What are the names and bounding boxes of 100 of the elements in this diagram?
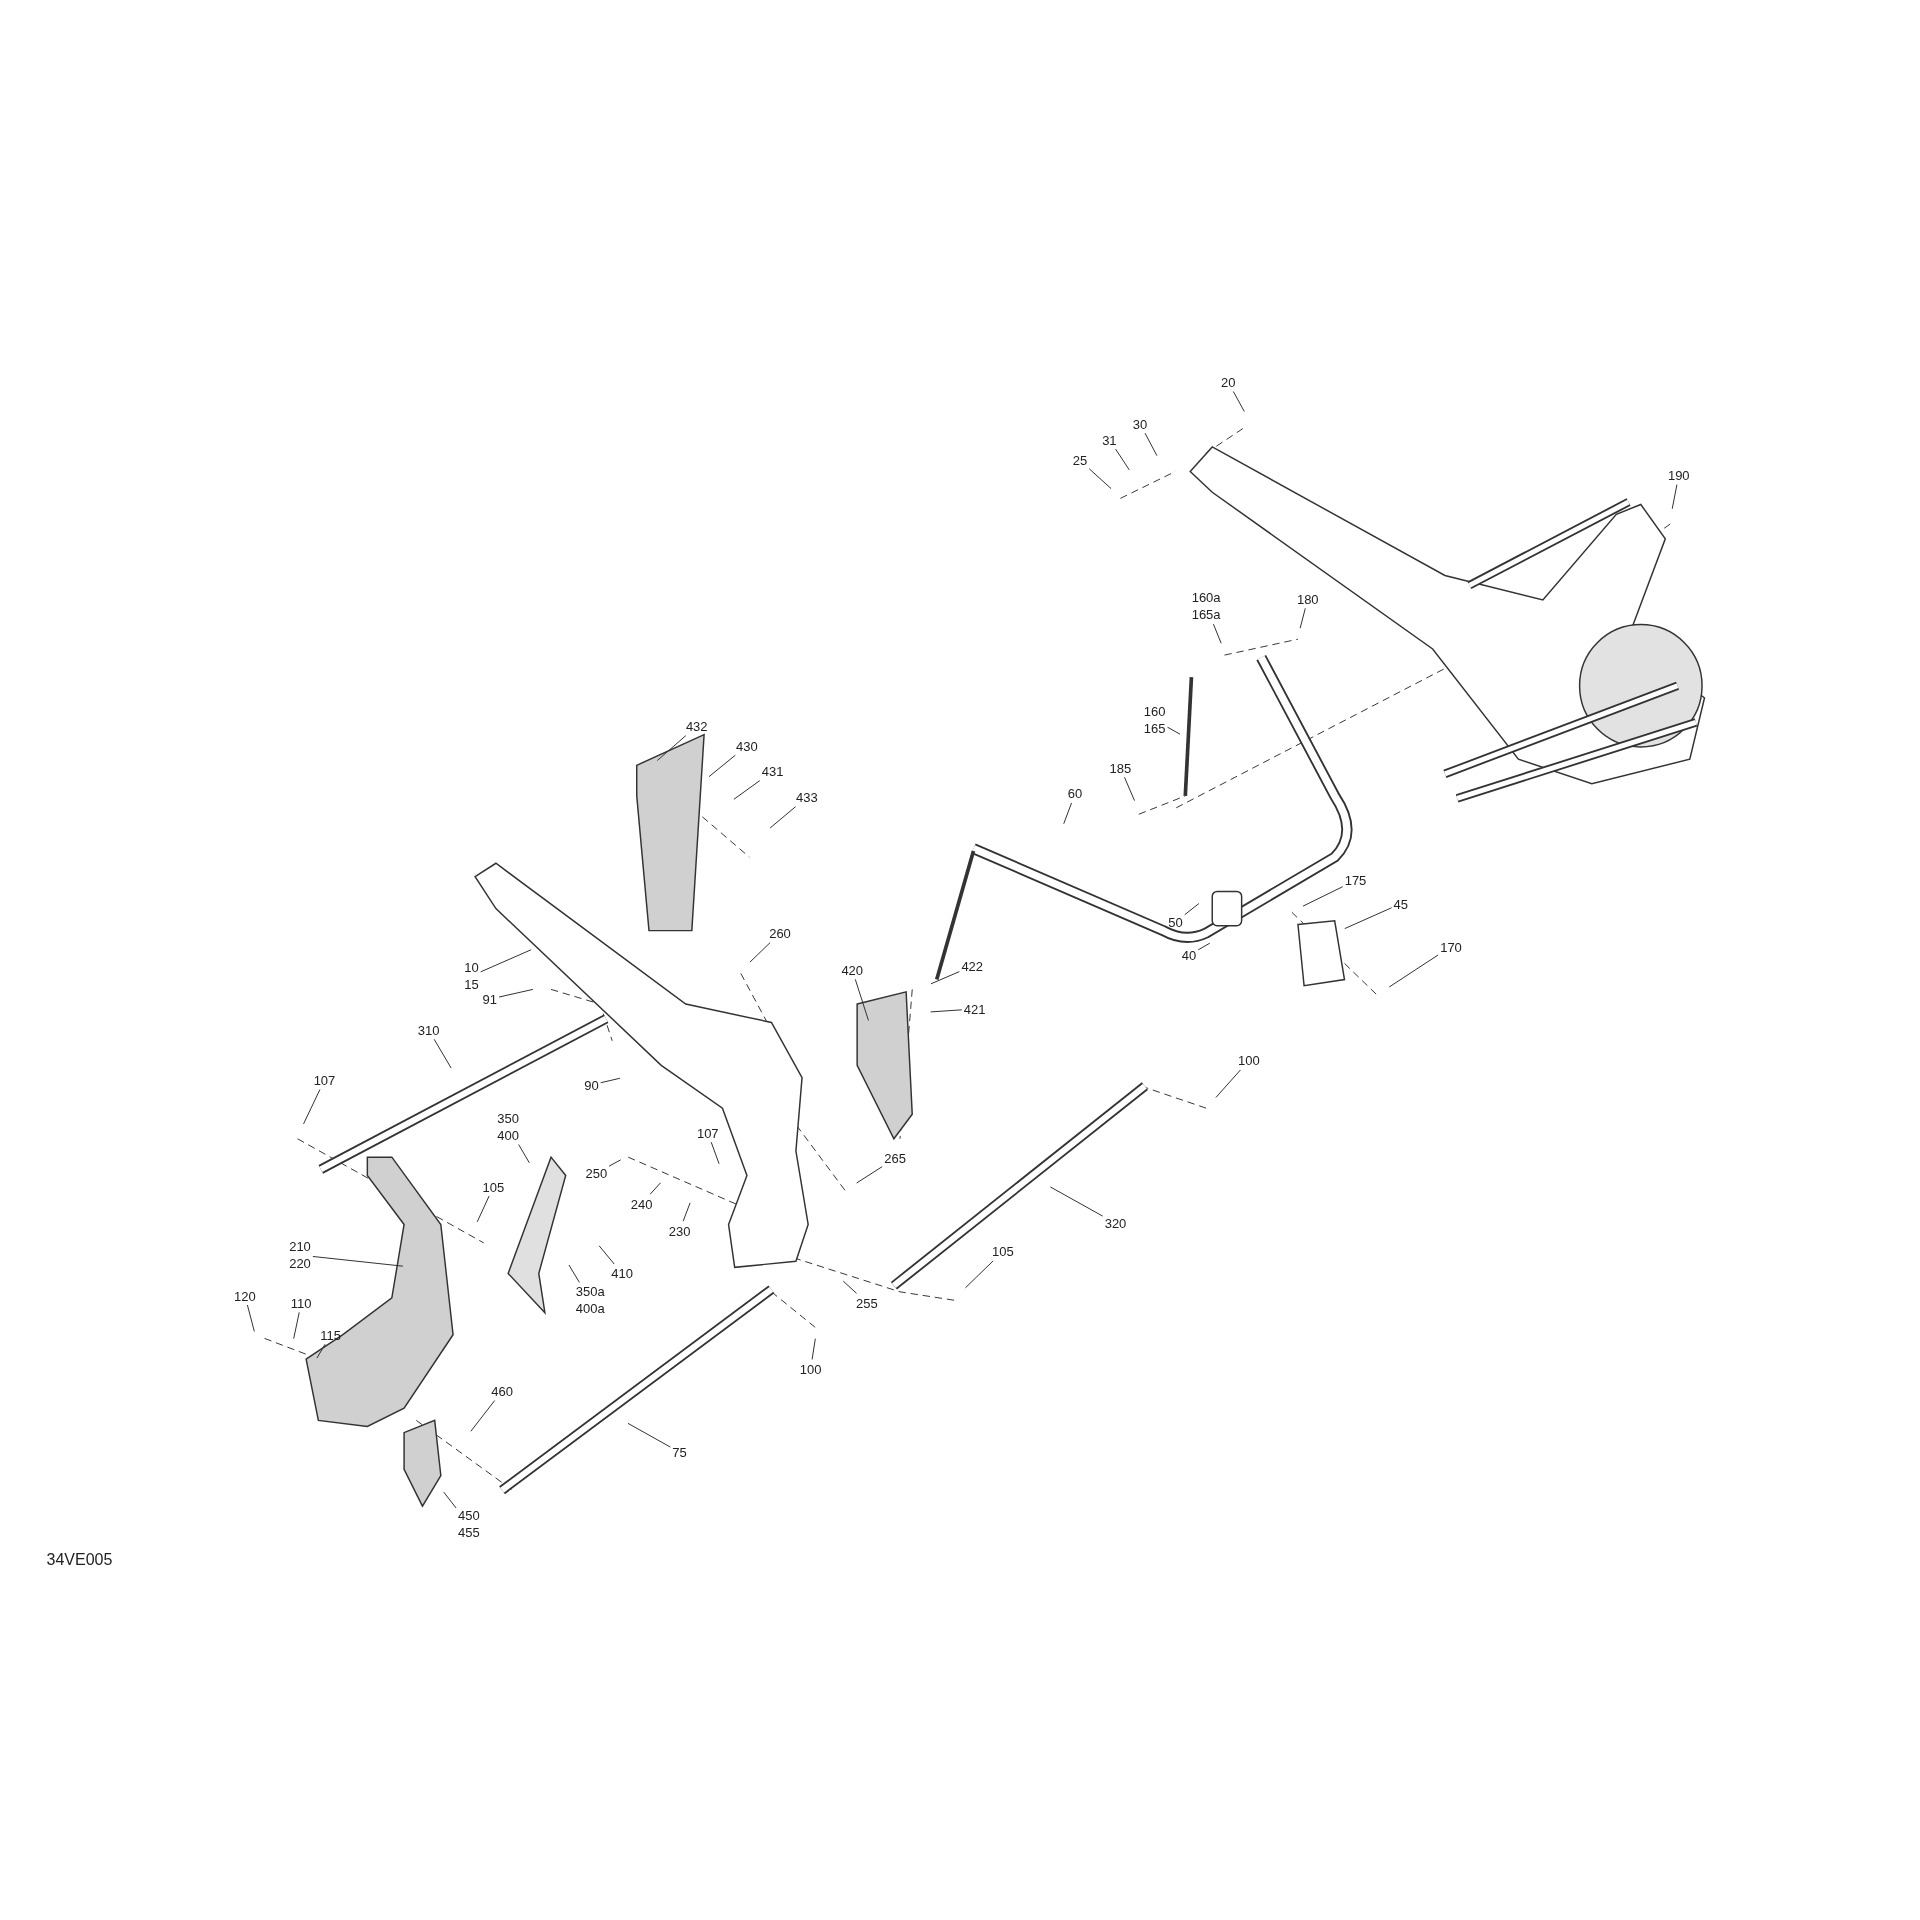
callout-number: 105 [992, 1242, 1014, 1260]
callout-number: 430 [736, 737, 758, 755]
leader-line [433, 1038, 452, 1069]
callout-number: 110 [290, 1294, 312, 1312]
callout-number: 107 [313, 1071, 336, 1089]
callout-number: 400a [575, 1300, 605, 1318]
callout-number: 210 [289, 1238, 311, 1256]
leader-line [1063, 802, 1073, 825]
callout-number: 240 [630, 1195, 653, 1213]
callout-number: 460 [491, 1382, 513, 1400]
leader-line [600, 1077, 621, 1084]
leader-line [1215, 1069, 1241, 1098]
callout-number: 50 [1168, 913, 1183, 931]
leader-line [1302, 886, 1344, 907]
leader-line [964, 1260, 994, 1289]
callout-number: 60 [1067, 784, 1083, 802]
callout-number: 170 [1440, 938, 1462, 955]
leader-line [1144, 432, 1158, 457]
leader-line [598, 1245, 615, 1265]
leader-line [246, 1304, 255, 1332]
leader-line [498, 988, 534, 998]
leader-line [316, 1343, 326, 1359]
leader-line [443, 1491, 457, 1509]
leader-line [682, 1202, 691, 1222]
leader-line [1388, 954, 1439, 988]
callout-number: 90 [584, 1076, 599, 1094]
callout-number: 40 [1181, 946, 1197, 964]
leader-line [1197, 942, 1211, 951]
callout-number: 180 [1296, 590, 1319, 608]
leader-line [568, 1264, 580, 1283]
leader-line [1232, 391, 1245, 412]
callout-number: 410 [611, 1264, 633, 1282]
leader-line [476, 1195, 490, 1223]
leader-line [608, 1159, 622, 1167]
callout-number: 165 [1143, 720, 1166, 737]
leader-line [930, 971, 960, 985]
callout-number: 320 [1104, 1214, 1127, 1232]
leader-line [293, 1311, 300, 1340]
leader-line [303, 1089, 321, 1125]
callout-number: 45 [1393, 895, 1409, 913]
leader-line [1049, 1186, 1104, 1217]
leader-line [1088, 468, 1112, 489]
callout-number: 190 [1667, 466, 1690, 484]
leader-line [842, 1280, 858, 1294]
figure-code: 34VE005 [46, 1551, 113, 1570]
leader-line [1671, 484, 1678, 510]
callout-number: 350a [575, 1283, 605, 1301]
callout-number: 420 [841, 961, 864, 979]
callout-number: 120 [234, 1287, 256, 1304]
callout-number: 350 [497, 1109, 519, 1127]
leader-line [733, 780, 761, 800]
callout-number: 265 [884, 1149, 906, 1167]
callout-number: 75 [672, 1443, 687, 1461]
callout-number: 107 [696, 1124, 719, 1142]
leader-line [656, 735, 687, 761]
leader-line [710, 1141, 720, 1165]
callout-number: 310 [417, 1021, 440, 1039]
leader-line [811, 1338, 816, 1360]
leader-line [312, 1256, 404, 1267]
callout-number: 433 [796, 788, 818, 806]
callout-number: 175 [1344, 871, 1367, 889]
leader-line [854, 978, 869, 1021]
callout-number: 260 [769, 924, 791, 942]
callout-number: 15 [464, 975, 479, 993]
leader-line [1167, 726, 1181, 735]
callout-number: 455 [458, 1524, 480, 1542]
callout-number: 160 [1143, 703, 1166, 720]
leader-line [769, 806, 797, 829]
callout-number: 422 [961, 957, 984, 975]
callout-number: 432 [685, 717, 708, 735]
callout-number: 160a [1191, 589, 1221, 607]
callout-number: 185 [1109, 759, 1132, 777]
callout-number: 165a [1191, 606, 1221, 624]
leader-line [856, 1166, 883, 1184]
leader-line [930, 1009, 963, 1013]
callout-number: 100 [799, 1360, 822, 1378]
leader-line [749, 942, 771, 963]
callout-number: 421 [963, 1000, 986, 1018]
callout-number: 100 [1238, 1051, 1260, 1069]
leader-line [649, 1182, 661, 1195]
callout-number: 30 [1132, 415, 1148, 433]
callout-number: 250 [585, 1164, 608, 1182]
callout-number: 25 [1072, 451, 1088, 469]
leader-line [1299, 607, 1306, 629]
leader-line [1124, 776, 1135, 802]
callout-number: 400 [497, 1126, 519, 1144]
leader-line [627, 1422, 671, 1448]
callout-number: 10 [464, 958, 479, 976]
callout-number: 230 [668, 1222, 691, 1240]
leader-line [1344, 907, 1393, 930]
leader-line [708, 754, 736, 778]
callout-number: 105 [482, 1178, 505, 1195]
callout-number: 91 [482, 990, 497, 1008]
leader-line [1115, 448, 1130, 471]
leader-line [1184, 903, 1200, 916]
callout-number: 220 [289, 1255, 311, 1273]
callout-number: 115 [320, 1326, 341, 1344]
callout-number: 31 [1102, 431, 1117, 449]
leader-line [480, 949, 532, 973]
callout-number: 20 [1220, 373, 1236, 391]
